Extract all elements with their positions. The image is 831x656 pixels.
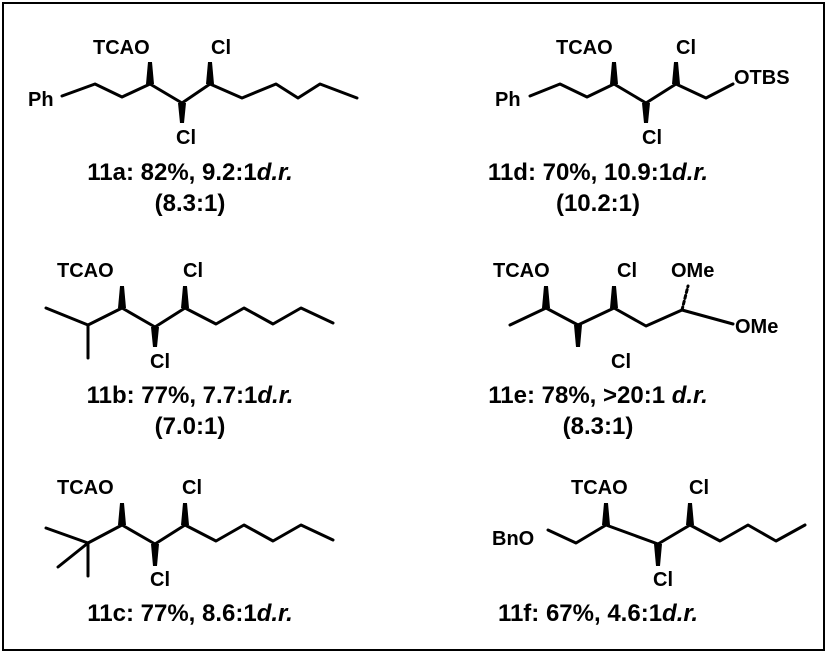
wedge-11e-cl-top: [610, 286, 618, 308]
wedge-11a-oxygen: [146, 62, 154, 84]
chain-11a: [60, 82, 359, 105]
caption-11a-sub: (8.3:1): [154, 190, 226, 217]
label-11a-ph: Ph: [28, 89, 54, 111]
structure-11f: BnO TCAO Cl Cl: [492, 477, 807, 591]
wedge-11e-oxygen: [542, 286, 550, 308]
wedge-11c-oxygen: [118, 503, 126, 525]
label-11a-cl-bottom: Cl: [176, 127, 196, 149]
label-11c-cl-top: Cl: [182, 477, 202, 499]
wedge-11a-cl-top: [206, 62, 214, 84]
caption-11d-text: 11d: 70%, 10.9:1: [487, 159, 673, 186]
label-11f-bno: BnO: [492, 528, 534, 550]
figure-frame: [2, 2, 825, 651]
label-11a-tcao: TCAO: [93, 37, 150, 59]
structure-11d: Ph TCAO Cl Cl OTBS: [495, 37, 790, 149]
branch-11c-methyl-2: [56, 541, 90, 569]
label-11e-cl-bottom: Cl: [611, 351, 631, 373]
caption-11a-text: 11a: 82%, 9.2:1: [87, 159, 257, 186]
chain-11b: [44, 306, 335, 329]
caption-11e-sub: (8.3:1): [562, 413, 634, 440]
label-11d-ph: Ph: [495, 89, 521, 111]
caption-11d: 11d: 70%, 10.9:1d.r. (10.2:1): [418, 157, 778, 219]
label-11f-cl-bottom: Cl: [653, 569, 673, 591]
branch-11c-methyl-1: [44, 526, 90, 545]
wedge-11b-cl-bottom: [151, 327, 159, 347]
label-11b-cl-bottom: Cl: [150, 351, 170, 373]
wedge-11f-cl-top: [686, 503, 694, 525]
wedge-11d-oxygen: [610, 62, 618, 84]
wedge-11d-cl-top: [672, 62, 680, 84]
label-11e-ome-top: OMe: [671, 260, 714, 282]
chain-11d: [528, 82, 735, 105]
label-11e-ome-bottom: OMe: [735, 316, 778, 338]
label-11b-cl-top: Cl: [183, 260, 203, 282]
caption-11d-sub: (10.2:1): [555, 190, 641, 217]
wedge-11b-oxygen: [118, 286, 126, 308]
wedge-11c-cl-bottom: [151, 544, 159, 566]
structure-11a: Ph TCAO Cl Cl: [28, 37, 359, 149]
caption-11c-dr: d.r.: [256, 600, 293, 627]
label-11a-cl-top: Cl: [211, 37, 231, 59]
structure-11e: TCAO Cl Cl OMe OMe: [493, 260, 778, 373]
label-11d-cl-bottom: Cl: [642, 127, 662, 149]
caption-11c: 11c: 77%, 8.6:1d.r.: [10, 598, 370, 629]
caption-11f-dr: d.r.: [662, 600, 699, 627]
wedge-11b-cl-top: [181, 286, 189, 308]
wedge-11c-cl-top: [181, 503, 189, 525]
wedge-11a-cl-bottom: [178, 103, 186, 123]
caption-11d-dr: d.r.: [672, 159, 709, 186]
chain-11c: [86, 523, 335, 546]
label-11e-tcao: TCAO: [493, 260, 550, 282]
wedge-11e-cl-bottom: [574, 325, 582, 347]
caption-11b: 11b: 77%, 7.7:1d.r. (7.0:1): [10, 380, 370, 442]
caption-11f: 11f: 67%, 4.6:1d.r.: [418, 598, 778, 629]
label-11b-tcao: TCAO: [57, 260, 114, 282]
label-11f-cl-top: Cl: [689, 477, 709, 499]
bond-11e-ome-bottom: [680, 308, 735, 326]
wedge-11f-cl-bottom: [654, 544, 662, 566]
caption-11e: 11e: 78%, >20:1 d.r. (8.3:1): [418, 380, 778, 442]
wedge-11f-oxygen: [602, 503, 610, 525]
label-11d-otbs: OTBS: [734, 67, 790, 89]
chain-11f: [546, 523, 807, 546]
label-11f-tcao: TCAO: [571, 477, 628, 499]
label-11d-cl-top: Cl: [676, 37, 696, 59]
label-11c-cl-bottom: Cl: [150, 569, 170, 591]
label-11c-tcao: TCAO: [57, 477, 114, 499]
bond-11e-ome-top: [680, 284, 690, 312]
caption-11e-text: 11e: 78%, >20:1: [488, 382, 672, 409]
caption-11f-text: 11f: 67%, 4.6:1: [497, 600, 663, 627]
chain-11e: [508, 306, 684, 328]
caption-11c-text: 11c: 77%, 8.6:1: [87, 600, 257, 627]
structure-11b: TCAO Cl Cl: [44, 260, 335, 373]
caption-11b-sub: (7.0:1): [154, 413, 226, 440]
caption-11a-dr: d.r.: [256, 159, 293, 186]
caption-11e-dr: d.r.: [671, 382, 708, 409]
label-11d-tcao: TCAO: [556, 37, 613, 59]
structure-11c: TCAO Cl Cl: [44, 477, 335, 591]
caption-11a: 11a: 82%, 9.2:1d.r. (8.3:1): [10, 157, 370, 219]
wedge-11d-cl-bottom: [642, 103, 650, 123]
label-11e-cl-top: Cl: [617, 260, 637, 282]
caption-11b-dr: d.r.: [257, 382, 294, 409]
caption-11b-text: 11b: 77%, 7.7:1: [86, 382, 258, 409]
